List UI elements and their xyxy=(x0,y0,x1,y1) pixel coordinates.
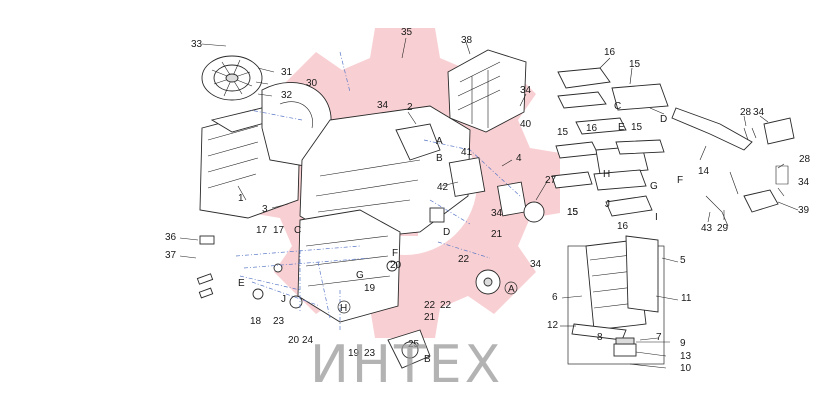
callout-i: I xyxy=(655,212,658,223)
callout-19: 19 xyxy=(348,348,360,359)
callout-23: 23 xyxy=(273,316,285,327)
actuator-parts xyxy=(429,157,545,295)
callout-34: 34 xyxy=(753,107,765,118)
assembly-guide-lines xyxy=(235,51,521,330)
callout-16: 16 xyxy=(617,221,629,232)
callout-h: H xyxy=(340,303,347,314)
callout-41: 41 xyxy=(461,147,473,158)
callout-30: 30 xyxy=(306,78,318,89)
callout-36: 36 xyxy=(165,232,177,243)
callout-17: 17 xyxy=(273,225,285,236)
callout-2: 2 xyxy=(407,102,413,113)
leader-lines xyxy=(179,37,799,369)
callout-24: 24 xyxy=(302,335,314,346)
callout-22: 22 xyxy=(424,300,436,311)
callout-b: B xyxy=(424,354,431,365)
callout-9: 9 xyxy=(680,338,686,349)
callout-15: 15 xyxy=(557,127,569,138)
callout-g: G xyxy=(356,270,364,281)
callout-34: 34 xyxy=(530,259,542,270)
callout-40: 40 xyxy=(520,119,532,130)
callout-1: 1 xyxy=(238,193,244,204)
callout-c: C xyxy=(614,101,621,112)
callout-38: 38 xyxy=(461,35,473,46)
callout-31: 31 xyxy=(281,67,293,78)
callout-12: 12 xyxy=(547,320,559,331)
callout-13: 13 xyxy=(680,351,692,362)
callout-11: 11 xyxy=(681,293,692,304)
callout-22: 22 xyxy=(440,300,452,311)
callout-14: 14 xyxy=(698,166,710,177)
callout-10: 10 xyxy=(680,363,692,374)
callout-42: 42 xyxy=(437,182,449,193)
callout-29: 29 xyxy=(717,223,729,234)
callout-20: 20 xyxy=(288,335,300,346)
blower-fan xyxy=(201,55,263,101)
callout-a: A xyxy=(508,284,515,295)
callout-16: 16 xyxy=(586,123,598,134)
callout-e: E xyxy=(238,278,245,289)
callout-21: 21 xyxy=(491,229,503,240)
callout-7: 7 xyxy=(656,332,662,343)
callout-b: B xyxy=(436,153,443,164)
callout-33: 33 xyxy=(191,39,203,50)
callout-15: 15 xyxy=(629,59,641,70)
callout-34: 34 xyxy=(798,177,810,188)
callout-43: 43 xyxy=(701,223,713,234)
callout-4: 4 xyxy=(516,153,522,164)
callout-c: C xyxy=(294,225,301,236)
callout-28: 28 xyxy=(740,107,752,118)
callout-f: F xyxy=(392,248,398,259)
reference-circles xyxy=(337,281,518,314)
filter-panels xyxy=(551,67,669,217)
callout-35: 35 xyxy=(401,27,413,38)
evaporator-box xyxy=(567,235,665,365)
callout-e: E xyxy=(618,122,625,133)
callout-32: 32 xyxy=(281,90,293,101)
callout-19: 19 xyxy=(364,283,376,294)
callout-j: J xyxy=(605,199,610,210)
callout-h: H xyxy=(603,169,610,180)
callout-15: 15 xyxy=(631,122,643,133)
callout-37: 37 xyxy=(165,250,177,261)
watermark-text: ИНТЕХ xyxy=(310,335,503,395)
heater-core-38 xyxy=(447,49,527,133)
housing-main xyxy=(299,105,471,241)
door-rod-14 xyxy=(671,107,795,227)
callout-28: 28 xyxy=(799,154,811,165)
small-hardware xyxy=(196,235,398,309)
callout-21: 21 xyxy=(424,312,436,323)
callout-20: 20 xyxy=(390,260,402,271)
callout-15: 15 xyxy=(567,207,579,218)
callout-d: D xyxy=(443,227,450,238)
callout-25: 25 xyxy=(408,339,420,350)
callout-8: 8 xyxy=(597,332,603,343)
callout-39: 39 xyxy=(798,205,810,216)
callout-34: 34 xyxy=(520,85,532,96)
callout-a: A xyxy=(436,136,443,147)
callout-17: 17 xyxy=(256,225,268,236)
callout-18: 18 xyxy=(250,316,262,327)
callout-5: 5 xyxy=(680,255,686,266)
callout-f: F xyxy=(677,175,683,186)
callout-15: 15 xyxy=(567,207,579,218)
callout-d: D xyxy=(660,114,667,125)
callout-34: 34 xyxy=(491,208,503,219)
callout-34: 34 xyxy=(377,100,389,111)
callout-g: G xyxy=(650,181,658,192)
callout-j: J xyxy=(281,294,286,305)
callout-3: 3 xyxy=(262,204,268,215)
callout-22: 22 xyxy=(458,254,470,265)
callout-23: 23 xyxy=(364,348,376,359)
callout-16: 16 xyxy=(604,47,616,58)
callout-27: 27 xyxy=(545,175,557,186)
callout-6: 6 xyxy=(552,292,558,303)
